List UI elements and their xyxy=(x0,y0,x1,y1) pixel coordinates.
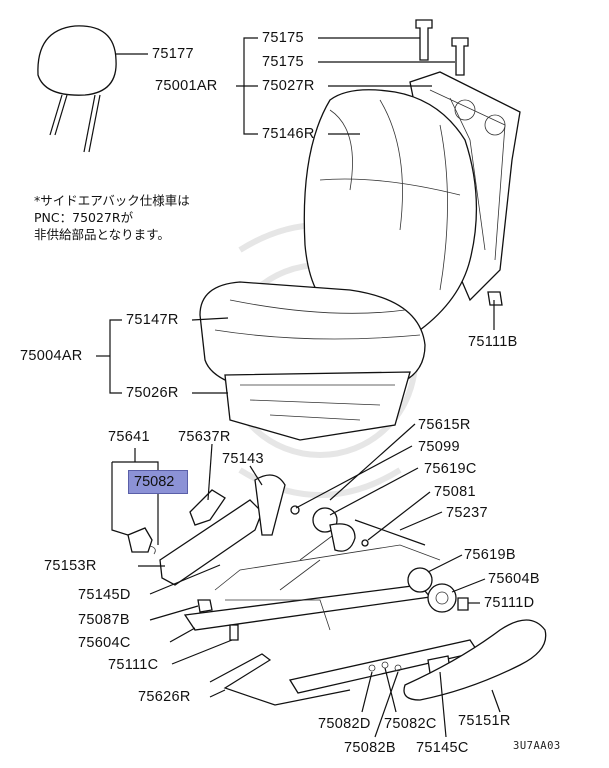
label-75153R: 75153R xyxy=(44,558,97,574)
label-75099: 75099 xyxy=(418,439,460,455)
label-75619C: 75619C xyxy=(424,461,477,477)
label-75615R: 75615R xyxy=(418,417,471,433)
label-75604C: 75604C xyxy=(78,635,131,651)
label-75111B: 75111B xyxy=(468,334,518,350)
note-line-1: *サイドエアバック仕様車は xyxy=(34,193,190,208)
headrest-drawing xyxy=(37,25,117,153)
label-75626R: 75626R xyxy=(138,689,191,705)
figure-code: 3U7AA03 xyxy=(513,740,561,752)
headrest-guide-bolts xyxy=(415,19,503,306)
label-75082B: 75082B xyxy=(344,740,396,756)
highlighted-part-75082[interactable]: 75082 xyxy=(128,470,188,494)
label-75027R: 75027R xyxy=(262,78,315,94)
label-75175-lower: 75175 xyxy=(262,54,304,70)
label-75147R: 75147R xyxy=(126,312,179,328)
label-75641: 75641 xyxy=(108,429,150,445)
label-75087B: 75087B xyxy=(78,612,130,628)
label-75637R: 75637R xyxy=(178,429,231,445)
label-75145D: 75145D xyxy=(78,587,131,603)
label-75151R: 75151R xyxy=(458,713,511,729)
label-75177: 75177 xyxy=(152,46,194,62)
airbag-note: *サイドエアバック仕様車は PNC：75027Rが 非供給部品となります。 xyxy=(34,192,190,243)
label-75082D: 75082D xyxy=(318,716,371,732)
leader-lines xyxy=(96,37,501,738)
label-75026R: 75026R xyxy=(126,385,179,401)
seat-cushion-drawing xyxy=(199,281,426,396)
label-75237: 75237 xyxy=(446,505,488,521)
note-line-3: 非供給部品となります。 xyxy=(34,227,170,242)
seat-back-cushion-drawing xyxy=(303,89,478,331)
note-line-2: PNC：75027Rが xyxy=(34,210,134,225)
label-75111D: 75111D xyxy=(484,595,535,611)
highlighted-part-label: 75082 xyxy=(134,474,175,490)
label-75175-upper: 75175 xyxy=(262,30,304,46)
cushion-frame-drawing xyxy=(224,371,411,441)
label-75143: 75143 xyxy=(222,451,264,467)
label-75004AR: 75004AR xyxy=(20,348,83,364)
label-75604B: 75604B xyxy=(488,571,540,587)
label-75111C: 75111C xyxy=(108,657,159,673)
label-75082C: 75082C xyxy=(384,716,437,732)
label-75081: 75081 xyxy=(434,484,476,500)
mechanism-drawing xyxy=(127,474,547,706)
label-75001AR: 75001AR xyxy=(155,78,218,94)
label-75145C: 75145C xyxy=(416,740,469,756)
label-75619B: 75619B xyxy=(464,547,516,563)
label-75146R: 75146R xyxy=(262,126,315,142)
